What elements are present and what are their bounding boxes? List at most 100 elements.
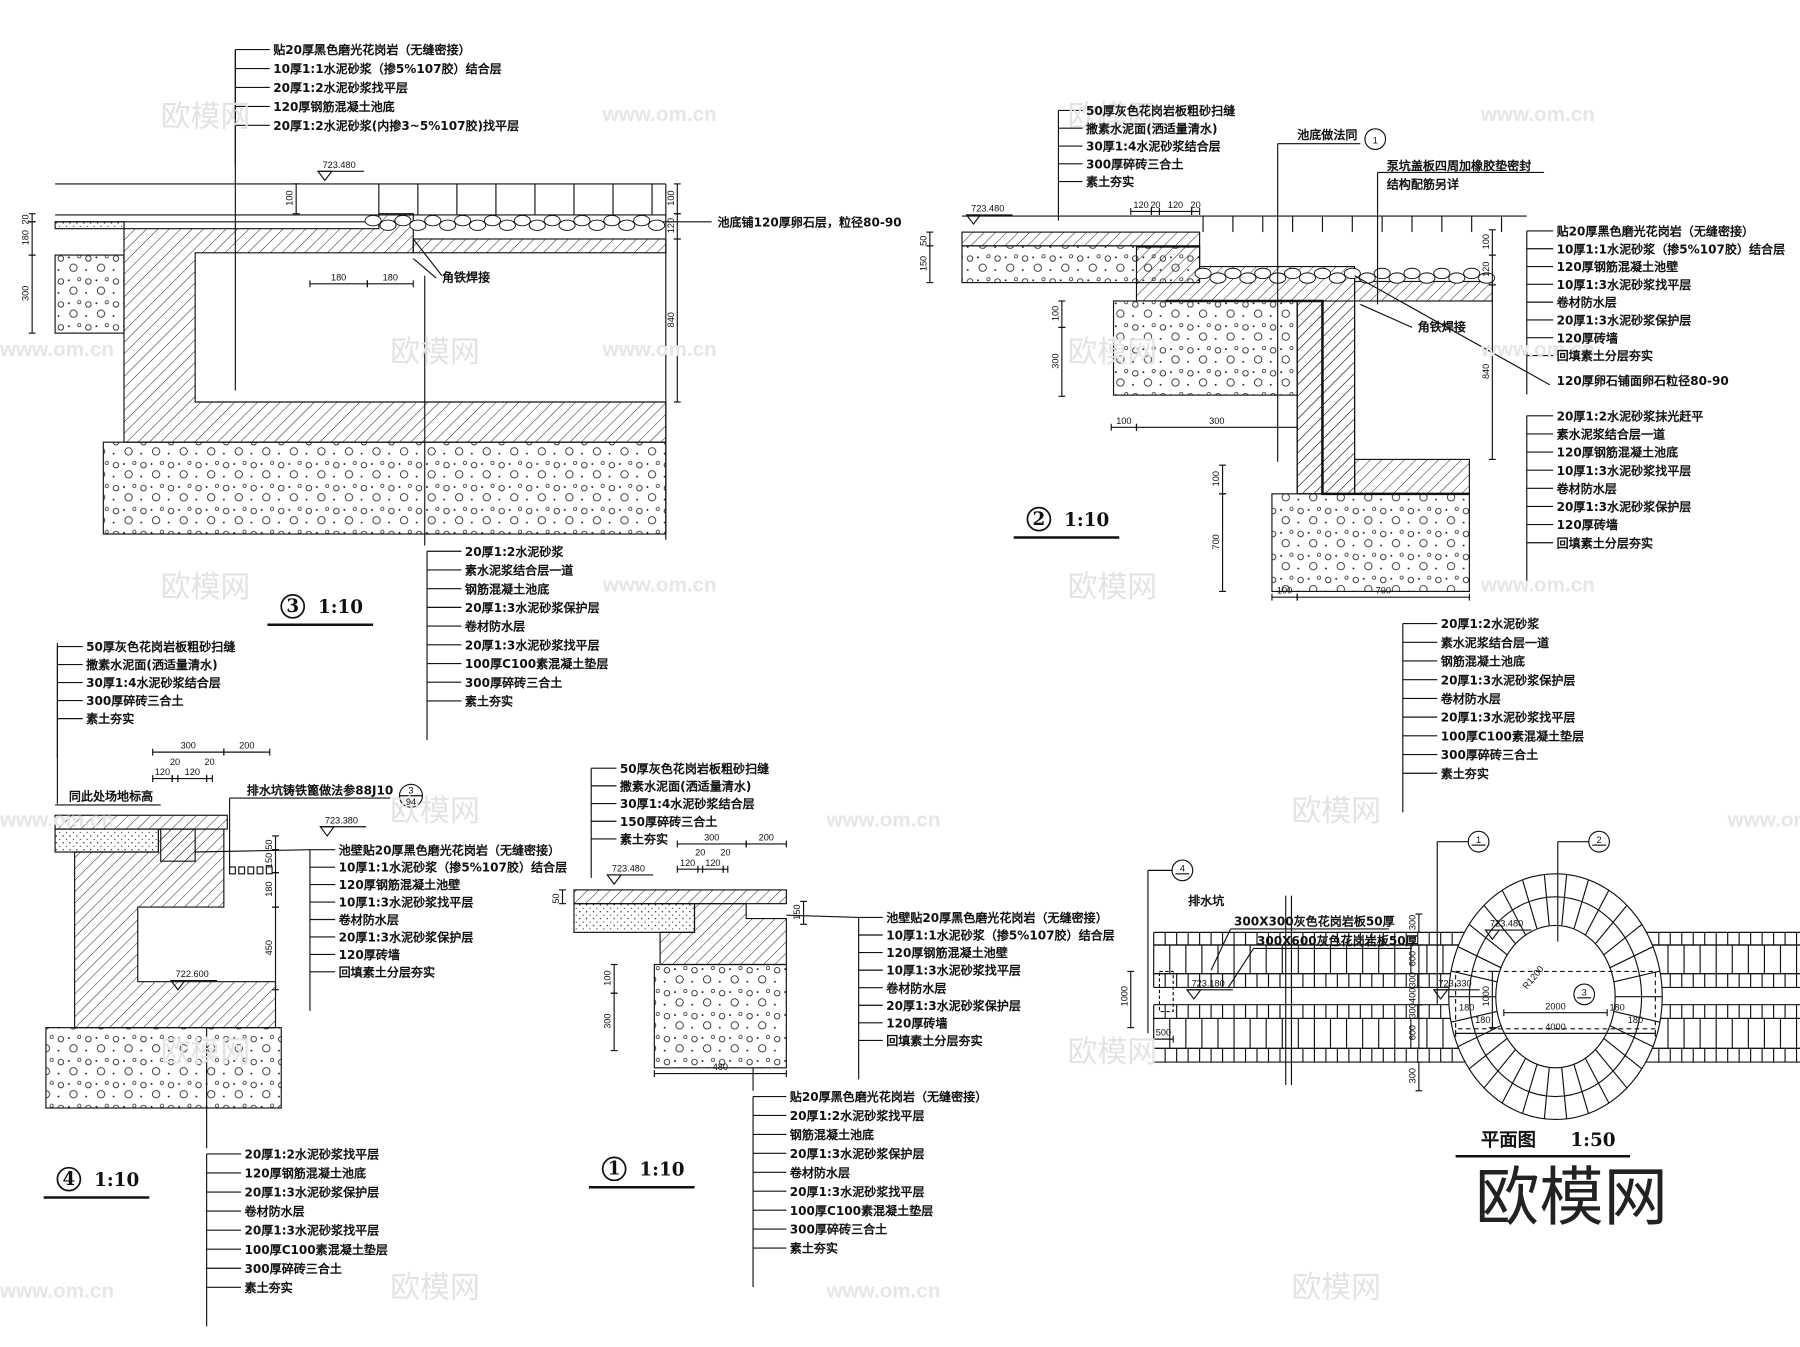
watermark-url: www.om.cn [602,338,717,361]
drain-grate-bar [247,866,255,875]
callout-label: 撒素水泥面(洒适量清水) [1086,121,1217,136]
tile-label-300x300: 300X300灰色花岗岩板50厚 [1234,913,1395,928]
pebble [1343,267,1361,280]
drawing-line [786,914,859,919]
pool-slab [1354,280,1493,302]
tile-label-300x600: 300X600灰色花岗岩板50厚 [1257,933,1418,948]
callout-label: 10厚1:3水泥砂浆找平层 [339,895,474,910]
dimension-label: 20 [1190,200,1200,210]
callout-label: 20厚1:2水泥砂浆 [1441,616,1541,631]
drain-grate-frame [160,828,196,862]
dimension-label: 120 [666,218,676,233]
callout-label: 300厚碎砖三合土 [1441,747,1538,762]
pebble [618,219,636,231]
dimension-label: 180 [1475,1015,1490,1025]
drawing-line [1468,1038,1508,1070]
callout-label: 卷材防水层 [789,1165,850,1180]
callout-label: 10厚1:3水泥砂浆找平层 [886,963,1021,978]
backfill-concrete [1112,300,1298,396]
pebble [573,215,591,227]
callout-label: 50厚灰色花岗岩板粗砂扫缝 [1086,103,1235,118]
dimension-label: 120 [185,767,200,777]
watermark-url: www.om.cn [1480,573,1595,596]
callout-label: 120厚砖墙 [339,947,400,962]
pebble [588,219,606,231]
drawing-line [1501,1058,1527,1104]
callout-label: 素土夯实 [620,832,668,847]
drawing-line [1360,303,1413,328]
elevation-marker-icon [319,826,336,837]
section3-title-number-circle [280,594,306,619]
callout-label: 120厚钢筋混凝土池底 [1557,445,1679,460]
callout-label: 300厚碎砖三合土 [86,693,183,708]
callout-label: 20厚1:3水泥砂浆保护层 [1557,499,1692,514]
callout-label: 20厚1:2水泥砂浆 [465,544,565,559]
callout-label: 钢筋混凝土池底 [465,581,549,596]
callout-label: 120厚砖墙 [1557,517,1618,532]
dimension-label: 300 [21,286,31,301]
pebble [633,215,651,227]
dimension-label: 120 [705,858,720,868]
dimension-label: 600 [1407,951,1417,966]
granite-paving [573,889,787,905]
pit-bottom [1354,458,1470,495]
callout-label: 10厚1:1水泥砂浆（掺5%107胶）结合层 [1557,241,1786,256]
dimension-label: 1000 [1481,986,1491,1006]
callout-label: 300厚碎砖三合土 [245,1261,342,1276]
drain-note: 排水坑铸铁篦做法参88J10 [247,783,393,798]
pump-pit-outline [1455,970,1656,1030]
pebble [424,215,442,227]
drain-grate-bar [256,866,264,875]
dimension-label: 600 [1407,1025,1417,1040]
pebble [498,219,516,231]
dimension-label: 300 [1407,972,1417,987]
foundation [45,1027,282,1109]
pebble [1284,267,1302,280]
watermark-url: www.om.cn [602,573,717,596]
callout-label: 素水泥浆结合层一道 [1441,635,1550,650]
pebble [409,219,427,231]
pool-bottom-slab [412,238,667,254]
callout-label: 素水泥浆结合层一道 [1557,427,1666,442]
callout-label: 10厚1:1水泥砂浆（掺5%107胶）结合层 [886,928,1115,943]
dimension-label: 790 [1376,586,1391,596]
section-ref-circle[interactable] [1573,983,1596,1006]
drawing-line [1609,946,1654,969]
section-ref-number: 1 [1476,835,1481,845]
callout-label: 120厚钢筋混凝土池底 [273,99,395,114]
drawing-line [1561,1067,1568,1119]
callout-label: 回填素土分层夯实 [1557,535,1653,550]
section4-title-scale: 1:10 [94,1170,139,1191]
section2-title-number-circle [1026,506,1052,532]
callout-label: 10厚1:3水泥砂浆找平层 [1557,463,1692,478]
callout-label: 素土夯实 [465,694,513,709]
drain-grate-bar [229,866,236,875]
callout-label: 150厚碎砖三合土 [620,814,717,829]
callout-label: 100厚C100素混凝土垫层 [465,656,608,671]
callout-label: 120厚砖墙 [1557,330,1618,345]
pebble [439,219,457,231]
watermark-text: 欧模网 [161,99,250,134]
callout-label: 卷材防水层 [338,912,399,927]
section1-title-number-circle [601,1156,627,1182]
pump-cover-note: 泵坑盖板四周加橡胶垫密封 [1387,158,1532,173]
dimension-label: 180 [21,230,31,245]
dimension-label: 100 [603,970,613,985]
elevation-label: 723.480 [323,160,356,170]
dimension-label: 300 [603,1013,613,1028]
callout-label: 20厚1:2水泥砂浆抹光赶平 [1557,408,1704,423]
dimension-label: 20 [720,847,730,857]
drawing-line [1573,1064,1590,1114]
section1-title-scale: 1:10 [639,1160,684,1181]
section3-title-scale: 1:10 [318,597,363,618]
drawing-layer [28,49,1800,1327]
callout-label: 30厚1:4水泥砂浆结合层 [620,796,755,811]
callout-label: 300厚碎砖三合土 [465,675,562,690]
drawing-line [1227,948,1255,988]
dimension-label: 400 [1407,988,1417,1003]
drawing-line [1543,1067,1550,1119]
dimension-label: 100 [666,190,676,205]
watermark-text: 欧模网 [390,335,479,370]
callout-label: 50厚灰色花岗岩板粗砂扫缝 [620,761,769,776]
callout-label: 120厚钢筋混凝土池壁 [339,877,461,892]
